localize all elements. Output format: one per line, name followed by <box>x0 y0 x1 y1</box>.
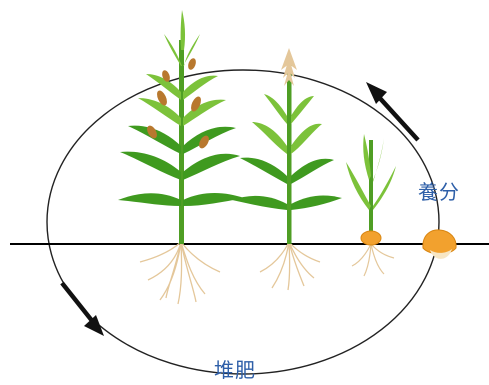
seed-icon <box>361 231 381 245</box>
arrow-icon <box>366 82 418 140</box>
compost-label: 堆肥 <box>214 354 256 383</box>
nutrient-label: 養分 <box>418 176 460 205</box>
mature-corn-plant <box>118 10 244 304</box>
seed-icon <box>423 230 456 259</box>
seedling-plant <box>346 134 396 276</box>
cycle-ellipse <box>47 70 439 374</box>
arrow-icon <box>62 283 104 336</box>
